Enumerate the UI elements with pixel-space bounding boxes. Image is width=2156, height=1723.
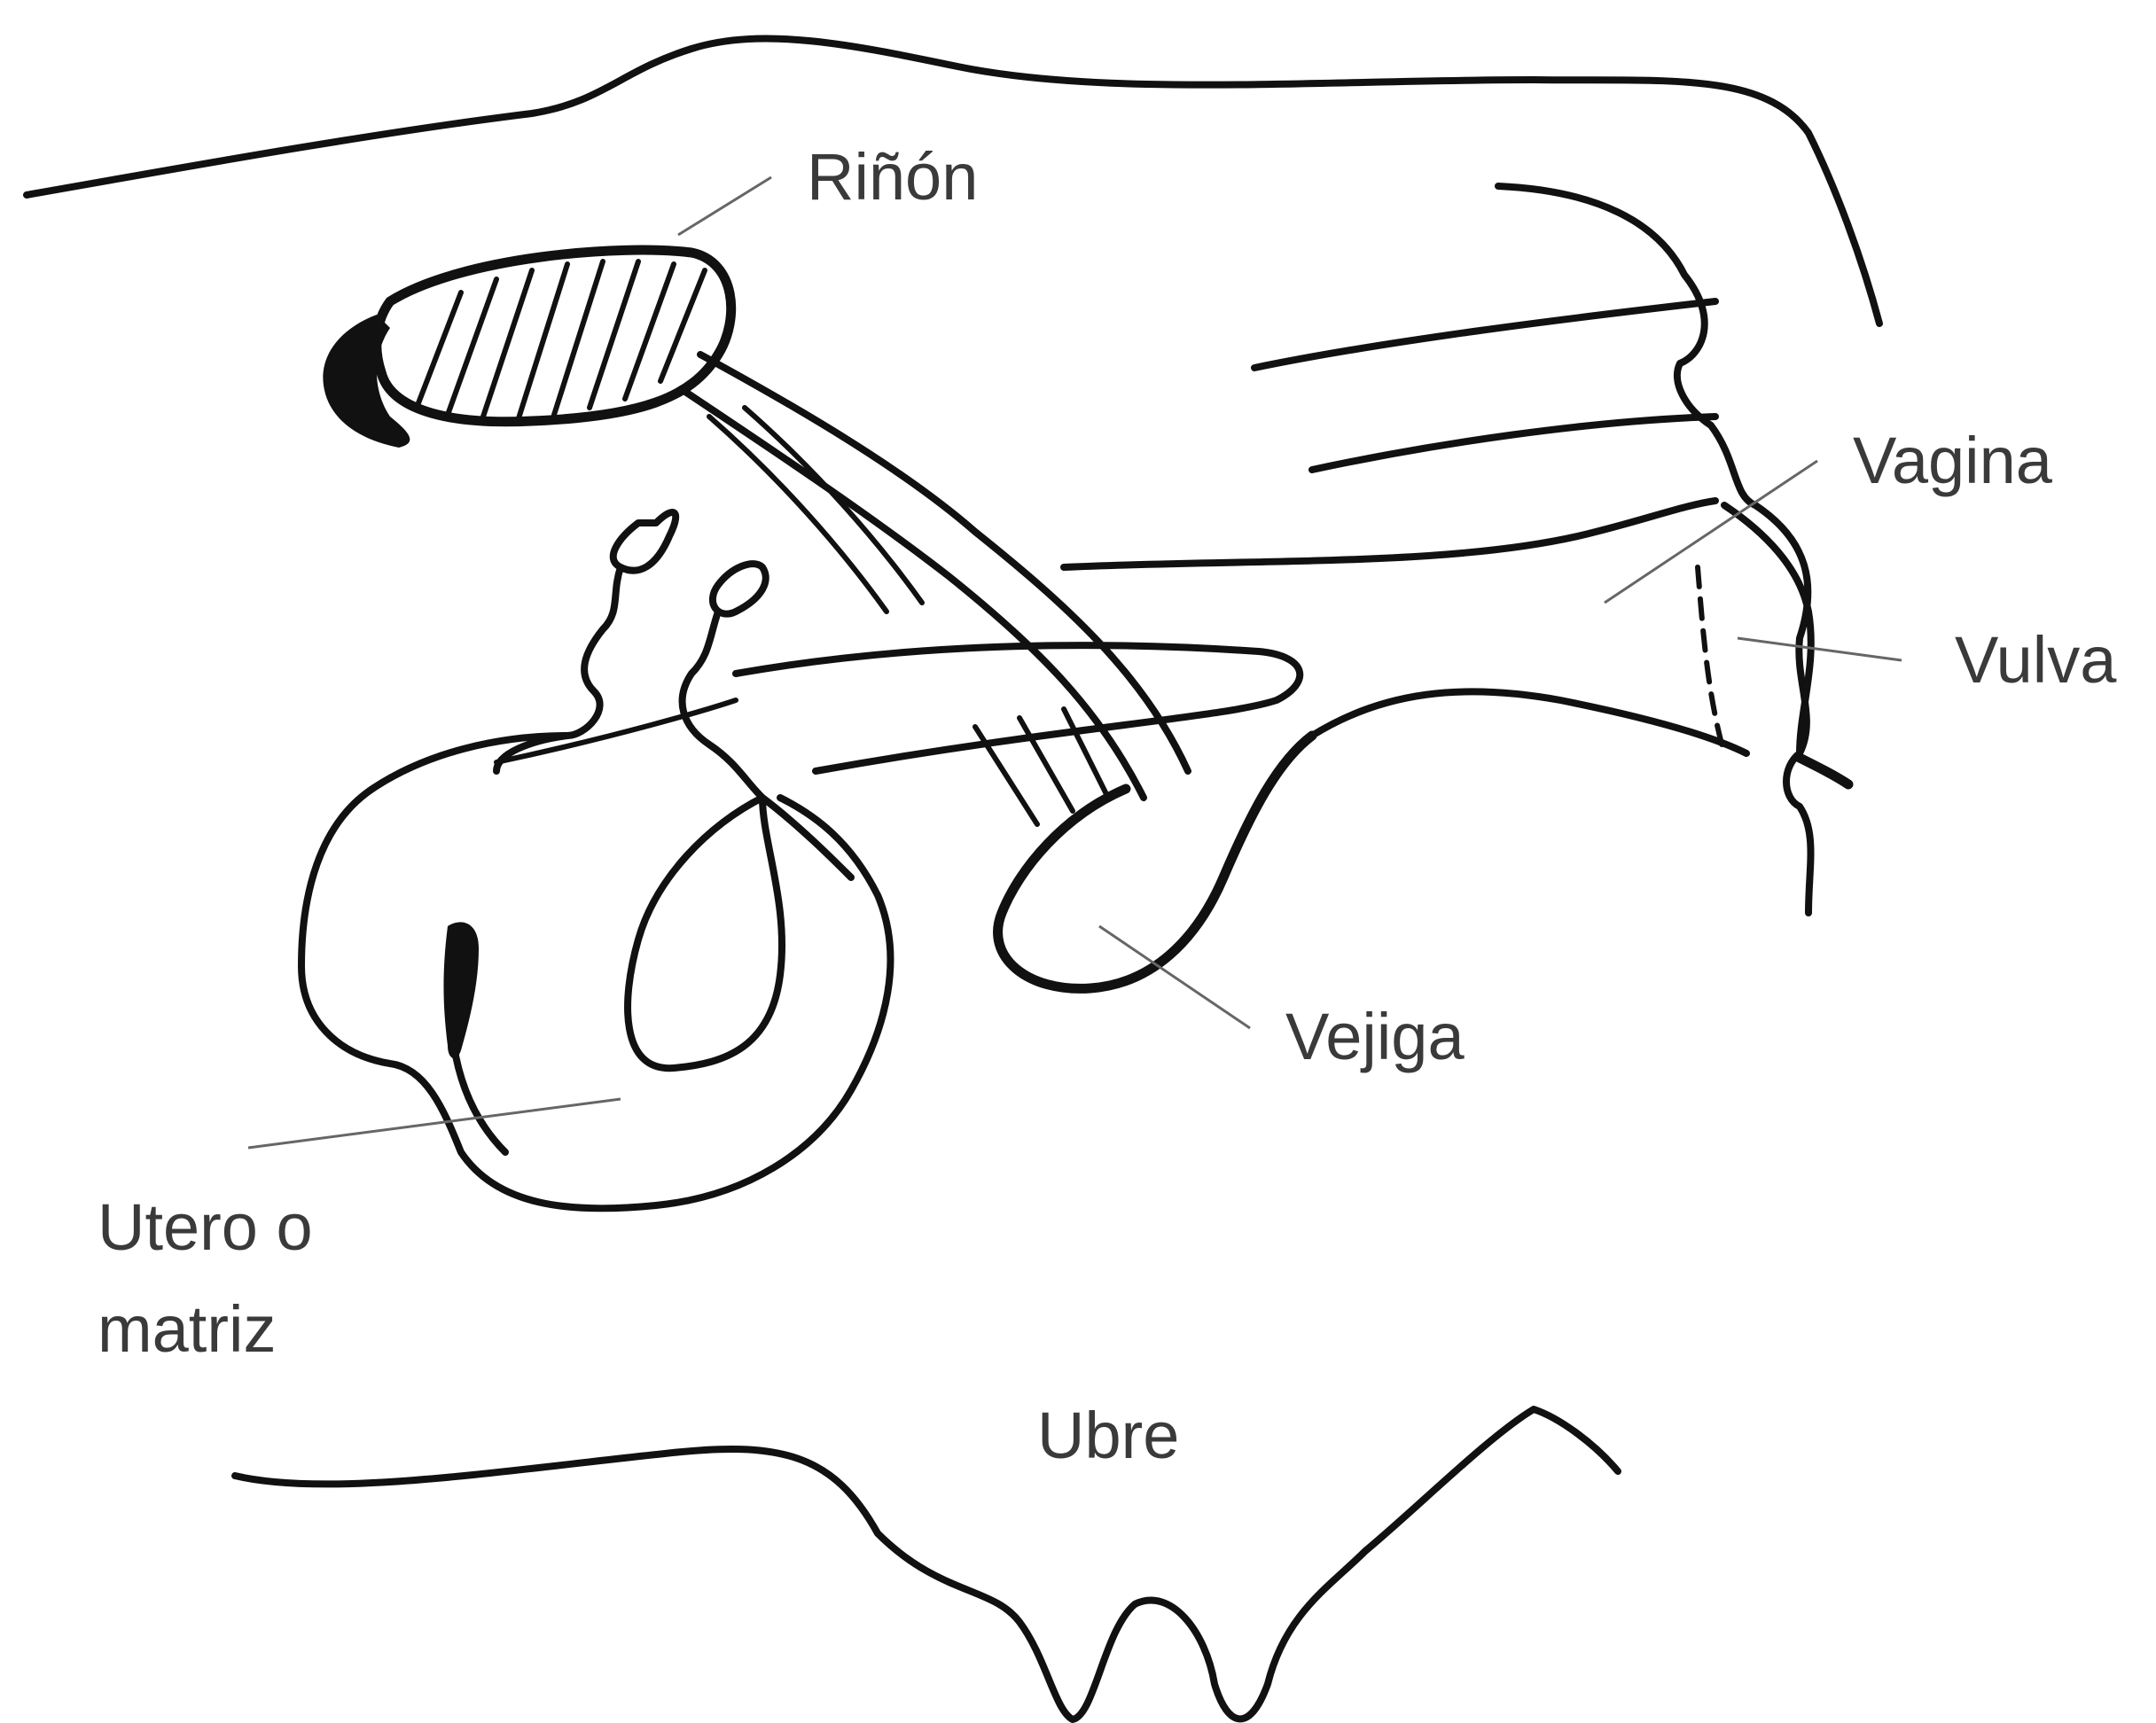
cervix-tube-upper bbox=[736, 645, 1300, 771]
vulva-outline bbox=[1724, 505, 1811, 913]
cervix-line bbox=[454, 1046, 505, 1152]
vagina-lower-wall bbox=[1312, 691, 1746, 753]
uterus-outline bbox=[301, 736, 890, 1208]
cervix-dark-mark bbox=[443, 922, 479, 1058]
kidney bbox=[323, 250, 730, 448]
rump-line-lower bbox=[1312, 417, 1715, 470]
left-ovary-oviduct bbox=[496, 512, 676, 771]
ureter-inner-b bbox=[745, 408, 922, 603]
kidney-hatching bbox=[417, 261, 705, 418]
tail-outline bbox=[1498, 186, 1808, 753]
rinon-leader-line bbox=[678, 177, 771, 235]
kidney-shadow bbox=[323, 315, 410, 448]
vagina-upper-wall bbox=[1064, 501, 1715, 567]
vulva-leader-line bbox=[1738, 638, 1902, 660]
vulva-label: Vulva bbox=[1955, 623, 2117, 697]
udder-outline bbox=[235, 1409, 1618, 1719]
bladder-outline bbox=[998, 736, 1312, 988]
utero-label-line1: Utero o bbox=[98, 1190, 313, 1264]
rinon-label: Riñón bbox=[807, 140, 978, 214]
utero-label-line2: matriz bbox=[98, 1292, 276, 1366]
ubre-label: Ubre bbox=[1037, 1399, 1179, 1472]
vagina-label: Vagina bbox=[1853, 424, 2053, 497]
rump-line-upper bbox=[1254, 301, 1715, 368]
vulva-dashed-line bbox=[1698, 567, 1724, 753]
uterus-horn-loop bbox=[628, 798, 782, 1068]
utero-leader-line bbox=[248, 1099, 621, 1148]
vulva-tip bbox=[1800, 758, 1848, 784]
cervix-tube-lower bbox=[496, 700, 736, 762]
vejiga-label: Vejiga bbox=[1285, 1000, 1465, 1073]
